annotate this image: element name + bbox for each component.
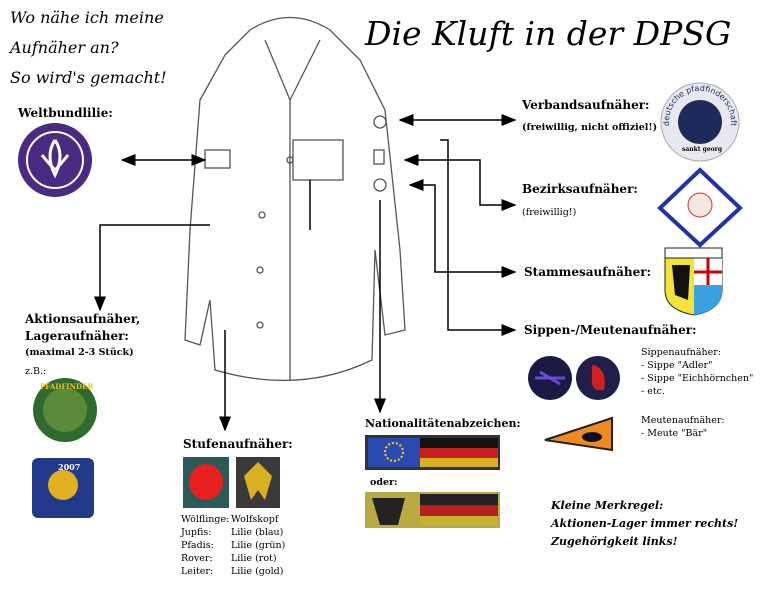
- table-row: Pfadis: Lilie (grün): [181, 539, 285, 552]
- merkregel-line: Aktionen-Lager immer rechts!: [551, 517, 739, 530]
- table-row: Jupfis: Lilie (blau): [181, 526, 285, 539]
- cell: Lilie (blau): [231, 527, 284, 538]
- sippen-list: Sippenaufnäher: - Sippe "Adler" - Sippe …: [641, 346, 753, 398]
- merkregel-line: Zugehörigkeit links!: [551, 535, 678, 548]
- table-row: Rover: Lilie (rot): [181, 552, 285, 565]
- merkregel: Kleine Merkregel: Aktionen-Lager immer r…: [551, 497, 738, 551]
- meute-list: Meutenaufnäher: - Meute "Bär": [641, 414, 725, 440]
- cell: Lilie (gold): [231, 566, 284, 577]
- intro-line: Aufnäher an?: [10, 38, 119, 57]
- cell: Lilie (rot): [231, 553, 277, 564]
- list-item: - Sippe "Adler": [641, 360, 713, 371]
- stufen-label: Stufenaufnäher:: [183, 437, 293, 451]
- aktion-badges: [32, 378, 97, 518]
- stufen-images: [183, 457, 280, 508]
- lager-label: Lageraufnäher:: [25, 329, 129, 343]
- page-title: Die Kluft in der DPSG: [365, 14, 732, 53]
- cell: Pfadis:: [181, 540, 214, 551]
- shirt-drawing: [184, 16, 406, 382]
- sippen-label: Sippen-/Meutenaufnäher:: [524, 323, 697, 337]
- verband-label: Verbandsaufnäher:: [522, 98, 650, 112]
- weltbund-label: Weltbundlilie:: [18, 106, 113, 120]
- cell: Leiter:: [181, 566, 214, 577]
- cell: Jupfis:: [181, 527, 212, 538]
- verband-note: (freiwillig, nicht offiziel!): [522, 122, 658, 133]
- arrows: [94, 114, 517, 432]
- badge-text: PFADFINDER: [40, 382, 94, 391]
- weltbund-badge: [18, 123, 92, 197]
- intro-line: So wird's gemacht!: [10, 68, 167, 87]
- list-item: - etc.: [641, 386, 666, 397]
- sippen-title: Sippenaufnäher:: [641, 347, 722, 358]
- sippen-badges: [528, 356, 620, 400]
- national-flags: [365, 435, 500, 528]
- bezirk-note: (freiwillig!): [522, 207, 577, 218]
- verband-badge-text: sankt georg: [682, 146, 723, 153]
- bezirk-label: Bezirksaufnäher:: [522, 182, 638, 196]
- intro-line: Wo nähe ich meine: [10, 8, 164, 27]
- stamm-shield: [664, 247, 723, 316]
- list-item: - Meute "Bär": [641, 428, 708, 439]
- table-row: Leiter: Lilie (gold): [181, 565, 285, 578]
- table-row: Wölflinge:Wolfskopf: [181, 513, 285, 526]
- meute-title: Meutenaufnäher:: [641, 415, 725, 426]
- bezirk-badge: [657, 167, 743, 248]
- meute-pennant: [544, 416, 613, 452]
- example-label: z.B.:: [25, 366, 47, 377]
- cell: Rover:: [181, 553, 213, 564]
- merkregel-title: Kleine Merkregel:: [551, 499, 664, 512]
- aktion-label: Aktionsaufnäher,: [25, 312, 141, 326]
- cell: Wolfskopf: [231, 514, 279, 525]
- cell: Lilie (grün): [231, 540, 286, 551]
- aktion-note: (maximal 2-3 Stück): [25, 347, 134, 358]
- cell: Wölflinge:: [181, 514, 230, 525]
- national-label: Nationalitätenabzeichen:: [365, 417, 521, 430]
- list-item: - Sippe "Eichhörnchen": [641, 373, 754, 384]
- stamm-label: Stammesaufnäher:: [524, 265, 652, 279]
- or-label: oder:: [370, 477, 398, 488]
- badge-text: 2007: [58, 462, 81, 472]
- stufen-table: Wölflinge:Wolfskopf Jupfis:Lilie (blau) …: [181, 513, 285, 578]
